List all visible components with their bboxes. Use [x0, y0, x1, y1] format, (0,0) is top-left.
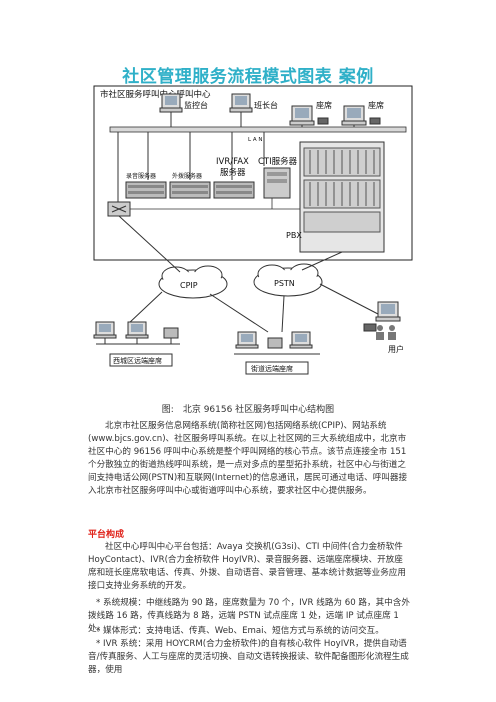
page-title: 社区管理服务流程模式图表 案例	[122, 67, 374, 87]
router-icon	[107, 201, 131, 217]
shift-workstation-icon	[229, 93, 253, 127]
paragraph-scale: * 系统规模：中继线路为 90 路，座席数量为 70 个，IVR 线路为 60 …	[88, 598, 410, 634]
west-remote-device-icon	[163, 327, 179, 339]
cpip-cloud-icon	[158, 265, 228, 299]
cpip-label: CPIP	[180, 281, 198, 290]
lan-label: L A N	[248, 137, 262, 143]
monitor-label: 监控台	[184, 100, 208, 110]
shift-label: 班长台	[254, 100, 278, 110]
record-server-label: 录音服务器	[126, 172, 156, 180]
center-frame-label: 市社区服务呼叫中心呼叫中心	[100, 89, 211, 100]
paragraph-platform: 社区中心呼叫中心平台包括：Avaya 交换机(G3si)、CTI 中间件(合力金…	[88, 542, 406, 591]
figure-caption: 图: 北京 96156 社区服务呼叫中心结构图	[161, 405, 335, 415]
monitor-workstation-icon	[159, 93, 183, 127]
pbx-cabinet-icon	[299, 141, 385, 253]
agent-label-2: 座席	[368, 100, 384, 110]
paragraph-media: * 媒体形式：支持电话、传真、Web、Emai、短信方式与系统的访问交互。	[96, 626, 384, 636]
west-remote-pc-icon	[93, 321, 117, 339]
street-remote-pc-icon	[235, 331, 259, 349]
paragraph-ivr: * IVR 系统：采用 HOYCRM(合力金桥软件)的自有核心软件 HoyIVR…	[88, 639, 409, 675]
lan-bus	[109, 126, 407, 133]
west-district-box	[109, 353, 173, 367]
west-district-label: 西城区远端座席	[113, 356, 162, 365]
street-remote-device-icon	[267, 337, 283, 349]
cti-server-icon	[263, 167, 291, 199]
agent-workstation-icon	[341, 105, 381, 127]
cti-server-label: CTI服务器	[258, 156, 298, 167]
section-heading: 平台构成	[88, 530, 125, 540]
ivr-fax-label: IVR/FAX	[216, 157, 249, 167]
agent-label-1: 座席	[316, 100, 332, 110]
outbound-server-label: 外拨服务器	[172, 172, 202, 180]
user-pc-icon	[375, 301, 401, 322]
user-label: 用户	[388, 344, 404, 354]
agent-workstation-icon	[289, 105, 329, 127]
record-server-icon	[125, 181, 167, 199]
call-center-structure-diagram: 市社区服务呼叫中心呼叫中心 监控台 班长台 座席 座席 L A N	[93, 85, 413, 375]
ivr-fax-server-icon	[213, 181, 255, 199]
outbound-server-icon	[169, 181, 211, 199]
pbx-label: PBX	[286, 231, 302, 240]
street-seat-label: 街道远端座席	[251, 364, 293, 373]
paragraph-overview: 北京市社区服务信息网络系统(简称社区网)包括网络系统(CPIP)、网站系统(ww…	[88, 421, 408, 496]
ivr-fax-server-label: 服务器	[220, 167, 246, 178]
street-remote-pc-icon	[289, 331, 313, 349]
west-remote-pc-icon	[125, 321, 149, 339]
user-phone-icon	[363, 323, 377, 332]
pstn-label: PSTN	[274, 279, 295, 288]
user-people-icon	[376, 325, 396, 340]
pstn-cloud-icon	[253, 263, 323, 297]
street-seat-box	[245, 361, 309, 375]
